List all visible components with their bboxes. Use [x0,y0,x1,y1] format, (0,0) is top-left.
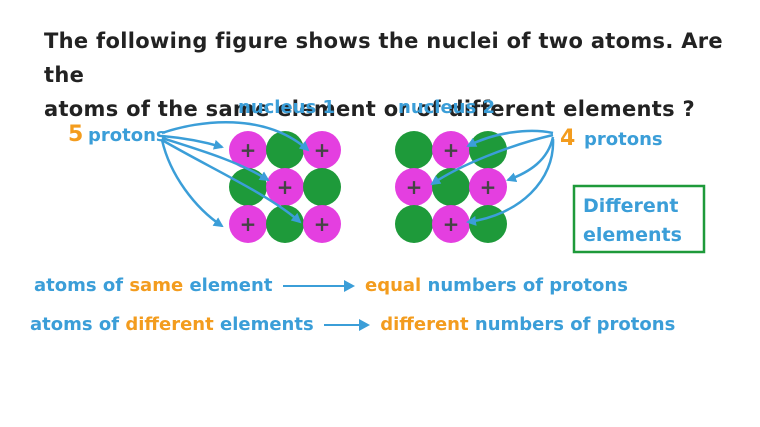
proton [432,131,470,169]
rule2-different: different [125,314,214,335]
proton [229,131,267,169]
rule1-equal: equal [364,275,422,296]
proton [266,168,304,206]
rule1-same: same [129,275,184,296]
arrow [161,138,302,224]
nucleus-2-proton-count: 4 [560,126,575,151]
plus-sign: + [406,175,423,199]
rule2-arrow-icon [323,319,370,331]
plus-sign: + [277,175,294,199]
arrow [161,136,270,182]
arrow [161,134,224,150]
plus-sign: + [443,212,460,236]
arrow [466,138,555,226]
rule1-element: element [189,275,273,296]
nucleus-1-protons-word: protons [88,125,167,146]
question-line-1: The following figure shows the nuclei of… [44,29,723,87]
question-text: The following figure shows the nuclei of… [44,24,744,126]
arrow [466,129,554,148]
rule1-numbers-of-protons: numbers of protons [427,275,628,296]
answer-box [572,184,706,254]
plus-sign: + [240,212,257,236]
plus-sign: + [480,175,497,199]
rule-different-elements: atoms of different elements different nu… [30,314,675,335]
proton [432,205,470,243]
proton [303,205,341,243]
rule2-atoms-of: atoms of [30,314,120,335]
nucleus-1-proton-count: 5 [68,122,83,147]
nucleus-2-label: nucleus 2 [398,97,495,118]
proton [303,131,341,169]
arrow [160,139,224,228]
neutron [469,205,507,243]
neutron [395,205,433,243]
nucleus-1-arrows [160,120,310,228]
neutron [266,131,304,169]
plus-sign: + [314,138,331,162]
plus-sign: + [314,212,331,236]
question-line-2: atoms of the same element or of differen… [44,97,695,121]
plus-sign: + [240,138,257,162]
neutron [303,168,341,206]
rule1-atoms-of: atoms of [34,275,124,296]
rule2-numbers-of-protons: numbers of protons [474,314,676,335]
nucleus-2: + + + + [395,131,507,243]
rule-same-element: atoms of same element equal numbers of p… [34,275,628,296]
arrow [506,136,555,182]
plus-sign: + [443,138,460,162]
rule2-different-2: different [380,314,469,335]
proton [395,168,433,206]
answer-line-2: elements [583,224,682,246]
proton [229,205,267,243]
arrow [430,133,554,186]
rule2-elements: elements [219,314,314,335]
nucleus-1: + + + + + [229,131,341,243]
answer-line-1: Different [583,195,678,217]
neutron [395,131,433,169]
arrow [161,120,310,152]
rule1-arrow-icon [282,280,355,292]
nucleus-2-arrows [430,129,555,226]
nucleus-2-protons-word: protons [584,129,663,150]
proton [469,168,507,206]
nucleus-1-label: nucleus 1 [238,97,335,118]
